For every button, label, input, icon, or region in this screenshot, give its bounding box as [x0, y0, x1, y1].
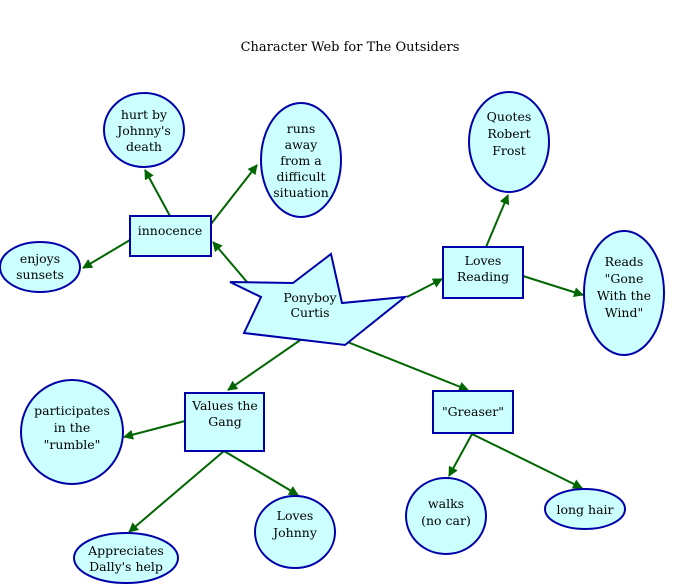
category-loves-reading-label-line-1: Loves	[465, 253, 502, 268]
arrow-gang-to-johnny	[223, 450, 299, 496]
detail-rumble-label-line-2: in the	[54, 420, 91, 435]
arrow-reading-to-gone	[522, 275, 584, 298]
detail-rumble-label-line-1: participates	[34, 403, 110, 418]
detail-hair-label: long hair	[556, 502, 613, 517]
detail-frost-label-line-2: Robert	[487, 126, 530, 141]
detail-gone-label-line-2: "Gone	[605, 271, 644, 286]
diagram-title: Character Web for The Outsiders	[241, 40, 460, 55]
star-shape	[229, 252, 409, 347]
detail-gone-label-line-3: With the	[597, 288, 651, 303]
arrow-gang-to-dally	[128, 450, 225, 533]
detail-gone-label-line-4: Wind"	[605, 305, 643, 320]
arrow-innocence-to-runs	[210, 164, 258, 225]
detail-sunsets-label-line-2: sunsets	[16, 267, 64, 282]
category-greaser-label: "Greaser"	[442, 404, 504, 419]
category-innocence-label-line-1: innocence	[138, 223, 202, 238]
arrow-reading-to-frost	[485, 194, 510, 248]
detail-hurt-label-line-1: hurt by	[121, 107, 168, 122]
detail-sunsets-label-line-1: enjoys	[20, 251, 60, 266]
center-label-line-2: Curtis	[290, 305, 329, 320]
detail-hurt-label-line-2: Johnny's	[115, 123, 171, 138]
detail-walks-label: walks (no car)	[421, 496, 471, 528]
detail-johnny-label-line-1: Loves	[277, 508, 314, 523]
category-values-the-gang-label-line-1: Values the	[191, 398, 258, 413]
detail-walks-label-line-2: (no car)	[421, 513, 471, 528]
center-label-line-1: Ponyboy	[283, 290, 337, 305]
detail-johnny-label-line-2: Johnny	[271, 525, 318, 540]
detail-dally-label-line-2: Dally's help	[89, 559, 163, 574]
category-values-the-gang-label-line-2: Gang	[208, 414, 242, 429]
connector-arrows	[82, 164, 584, 533]
detail-walks-label-line-1: walks	[428, 496, 464, 511]
detail-runs-label-line-2: away	[285, 137, 319, 152]
detail-runs-label-line-4: difficult	[277, 169, 326, 184]
detail-frost-label-line-1: Quotes	[487, 109, 532, 124]
detail-hair-label-line-1: long hair	[556, 502, 613, 517]
arrow-innocence-to-sunsets	[82, 239, 131, 269]
category-loves-reading-label-line-2: Reading	[457, 269, 509, 284]
arrow-center-to-greaser	[344, 340, 469, 392]
detail-runs-label-line-1: runs	[287, 121, 316, 136]
detail-walks-no-car: walks (no car)	[405, 477, 487, 555]
category-greaser: "Greaser"	[432, 390, 514, 434]
category-innocence-label: innocence	[138, 223, 202, 238]
arrow-center-to-innocence	[212, 241, 248, 283]
detail-dally-label-line-1: Appreciates	[87, 543, 164, 558]
detail-frost-label-line-3: Frost	[492, 143, 526, 158]
detail-hurt-label-line-3: death	[126, 139, 162, 154]
arrow-center-to-reading	[406, 278, 443, 298]
detail-gone-label-line-1: Reads	[605, 254, 644, 269]
detail-long-hair: long hair	[544, 488, 626, 530]
category-innocence: innocence	[129, 215, 212, 257]
arrow-innocence-to-hurt	[144, 169, 171, 217]
arrow-gang-to-rumble	[123, 420, 186, 440]
category-greaser-label-line-1: "Greaser"	[442, 404, 504, 419]
arrow-greaser-to-walks	[448, 433, 473, 477]
detail-participates-in-rumble: participates in the "rumble"	[20, 379, 124, 485]
detail-runs-label-line-3: from a	[280, 153, 322, 168]
detail-rumble-label-line-3: "rumble"	[44, 437, 101, 452]
arrow-greaser-to-hair	[471, 433, 583, 489]
arrow-center-to-gang	[227, 331, 313, 391]
detail-rumble-label: participates in the "rumble"	[34, 403, 110, 452]
detail-runs-label-line-5: situation	[273, 185, 329, 200]
